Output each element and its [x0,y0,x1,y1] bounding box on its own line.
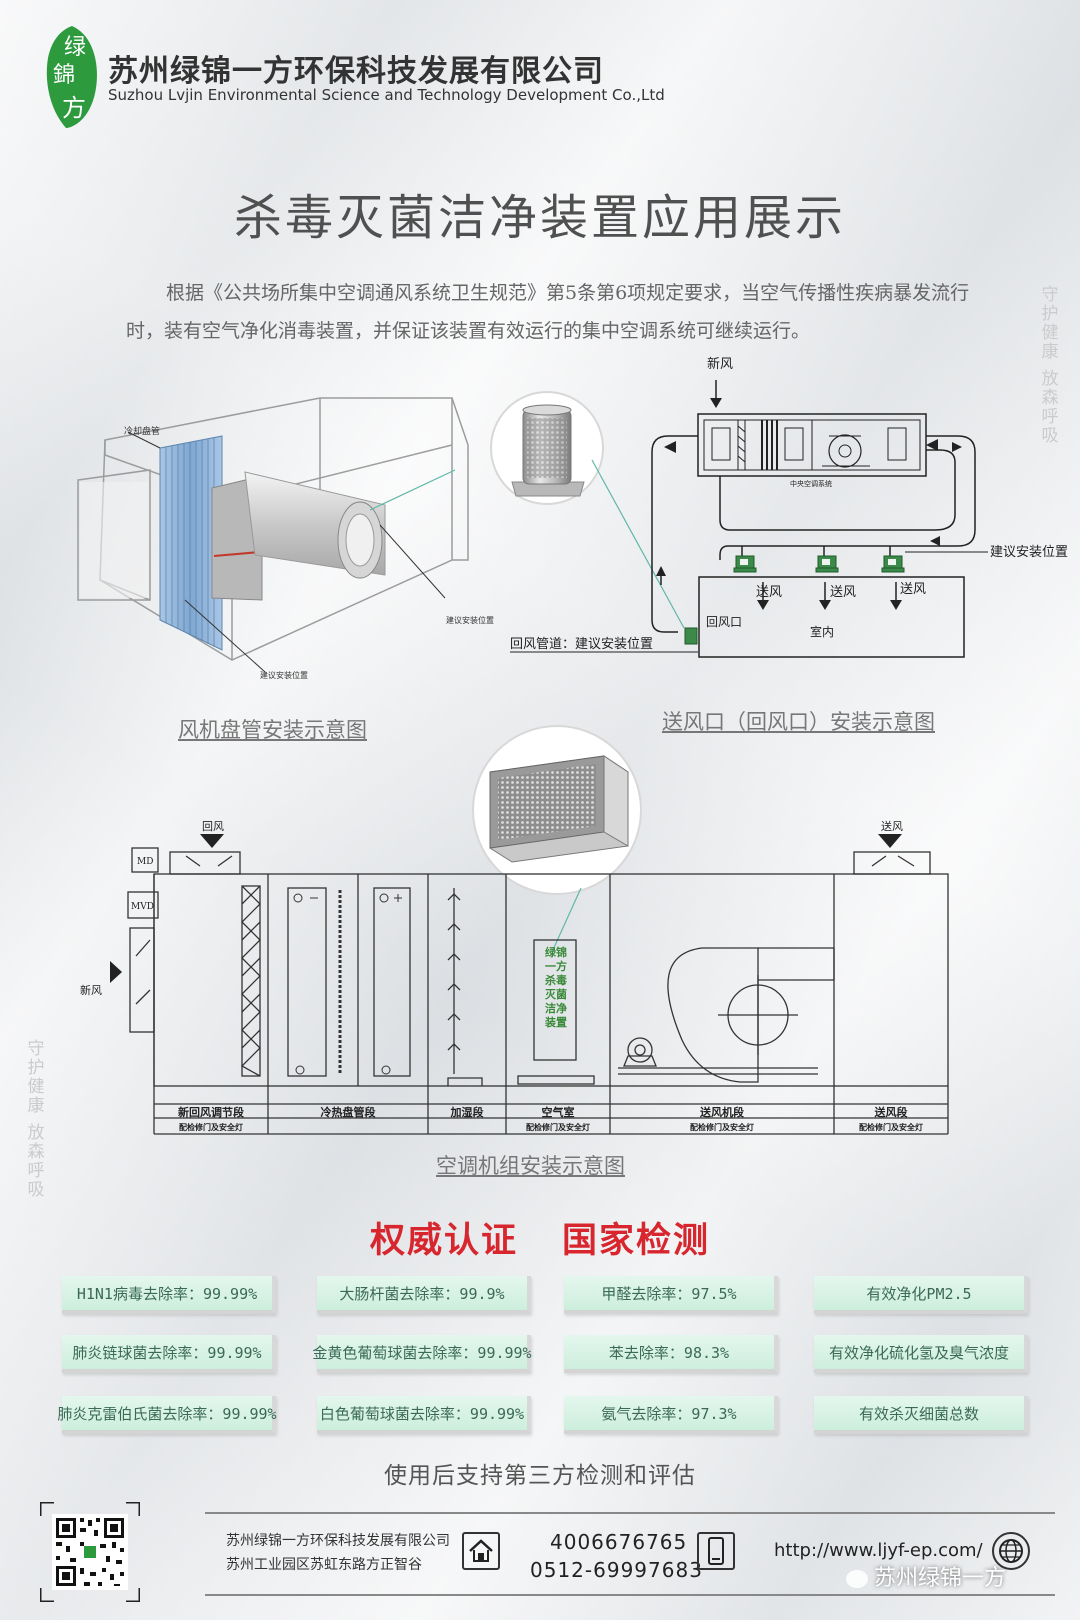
side-char: 健 [1041,323,1059,343]
section-sub-4: 配检修门及安全灯 [526,1122,590,1132]
side-char: 呼 [1041,407,1059,427]
result-badge: 氨气去除率：97.3% [564,1396,778,1434]
company-name-en: Suzhou Lvjin Environmental Science and T… [108,86,665,104]
supply-air-diagram [651,380,976,658]
side-char: 吸 [1041,426,1059,446]
result-badge: 金黄色葡萄球菌去除率：99.99% [312,1335,532,1373]
logo-char-3: 方 [62,94,86,122]
ahu-diagram [127,847,949,1135]
label-return-duct: 回风管道：建议安装位置 [510,637,653,652]
result-badge: 有效净化PM2.5 [814,1276,1028,1314]
cylinder-device-callout [490,391,685,629]
footer-company: 苏州绿锦一方环保科技发展有限公司 [226,1533,450,1549]
footer-divider-bottom [205,1594,1055,1596]
device-label: 绿锦一方杀毒灭菌洁净装置 [545,946,567,1029]
home-icon [462,1532,500,1570]
side-char: 呼 [27,1161,45,1181]
footer-divider-top [205,1512,1055,1514]
qr-code[interactable] [40,1502,140,1602]
wechat-account: 苏州绿锦一方 [874,1566,1007,1591]
label-return-vent: 回风口 [706,615,742,629]
phone-hotline[interactable]: 4006676765 [550,1530,688,1554]
side-char: 森 [1041,388,1059,408]
section-label-4: 空气室 [542,1105,575,1119]
label-ahu-fresh-air: 新风 [80,983,102,997]
section-label-3: 加湿段 [450,1105,484,1119]
side-slogan-right: 守护健康放森呼吸 [1040,286,1060,446]
coil-symbols [293,893,402,1075]
section-sub-1: 配检修门及安全灯 [179,1122,243,1132]
side-slogan-left: 守护健康放森呼吸 [26,1040,46,1200]
result-badge: 有效杀灭细菌总数 [814,1396,1028,1434]
label-supply-1: 送风 [756,585,782,600]
label-ahu-return-air: 回风 [202,820,224,833]
side-char: 吸 [27,1180,45,1200]
result-badge: 肺炎克雷伯氏菌去除率：99.99% [57,1396,277,1434]
certification-heading: 权威认证 国家检测 [0,1212,1080,1263]
label-supply-3: 送风 [900,582,926,597]
label-fresh-air: 新风 [707,356,733,372]
section-label-2: 冷热盘管段 [321,1105,376,1119]
diagram-layer: 冷却盘管 建议安装位置 建议安装位置 [77,356,1068,1135]
fan-coil-diagram: 冷却盘管 建议安装位置 建议安装位置 [77,397,494,680]
company-name-cn: 苏州绿锦一方环保科技发展有限公司 [108,54,604,89]
result-badge: 大肠杆菌去除率：99.9% [317,1276,531,1314]
result-badge: 肺炎链球菌去除率：99.99% [62,1335,276,1373]
caption-fan-coil: 风机盘管安装示意图 [178,718,367,742]
side-char: 护 [1041,304,1059,324]
side-char: 康 [27,1096,45,1116]
label-suggested-install: 建议安装位置 [990,545,1068,560]
result-badge: 白色葡萄球菌去除率：99.99% [317,1396,531,1434]
footer-address: 苏州工业园区苏虹东路方正智谷 [226,1557,422,1573]
label-cooling-coil: 冷却盘管 [124,425,160,437]
logo-char-2: 錦 [53,63,75,88]
wechat-watermark: 苏州绿锦一方 [846,1560,1006,1592]
label-suggested-pos-2: 建议安装位置 [260,670,308,680]
green-vent-units [684,555,905,645]
supply-arrowheads [656,398,962,610]
company-logo: 绿 錦 方 [46,26,97,128]
side-char: 护 [27,1058,45,1078]
label-central-system: 中央空调系统 [790,479,832,488]
result-badge: 苯去除率：98.3% [564,1335,778,1373]
section-sub-5: 配检修门及安全灯 [690,1122,754,1132]
result-badge: H1N1病毒去除率：99.99% [62,1276,276,1314]
label-ahu-supply-air: 送风 [881,819,903,833]
side-char: 康 [1041,342,1059,362]
phone-landline[interactable]: 0512-69997683 [530,1558,703,1582]
side-char: 健 [27,1077,45,1097]
caption-ahu: 空调机组安装示意图 [436,1154,625,1178]
side-char: 放 [27,1123,45,1143]
section-label-6: 送风段 [874,1105,908,1119]
label-mvd: MVD [131,902,154,912]
intro-paragraph: 根据《公共场所集中空调通风系统卫生规范》第5条第6项规定要求，当空气传播性疾病暴… [126,282,970,342]
section-label-5: 送风机段 [699,1105,744,1119]
label-indoor: 室内 [810,624,834,639]
third-party-support: 使用后支持第三方检测和评估 [384,1463,696,1489]
logo-char-1: 绿 [64,35,86,60]
heading-authority: 权威认证 [369,1221,518,1261]
result-badge: 甲醛去除率：97.5% [564,1276,778,1314]
globe-icon [992,1532,1030,1570]
heading-national: 国家检测 [562,1221,711,1261]
section-sub-6: 配检修门及安全灯 [859,1122,923,1132]
vent-whites [740,559,896,565]
label-suggested-pos-1: 建议安装位置 [446,615,494,625]
side-char: 守 [27,1039,45,1059]
side-char: 森 [27,1142,45,1162]
caption-supply-air: 送风口（回风口）安装示意图 [662,710,935,734]
side-char: 放 [1041,369,1059,389]
mobile-phone-icon [697,1532,735,1570]
label-md: MD [137,857,153,867]
side-char: 守 [1041,285,1059,305]
ahu-arrowheads [110,834,902,983]
label-supply-2: 送风 [830,585,856,600]
wechat-icon [846,1570,868,1588]
result-badge: 有效净化硫化氢及臭气浓度 [814,1335,1028,1373]
website-link[interactable]: http://www.ljyf-ep.com/ [774,1540,983,1561]
filter-device-callout [472,725,642,953]
page-title: 杀毒灭菌洁净装置应用展示 [233,190,846,246]
section-label-1: 新回风调节段 [178,1105,244,1119]
